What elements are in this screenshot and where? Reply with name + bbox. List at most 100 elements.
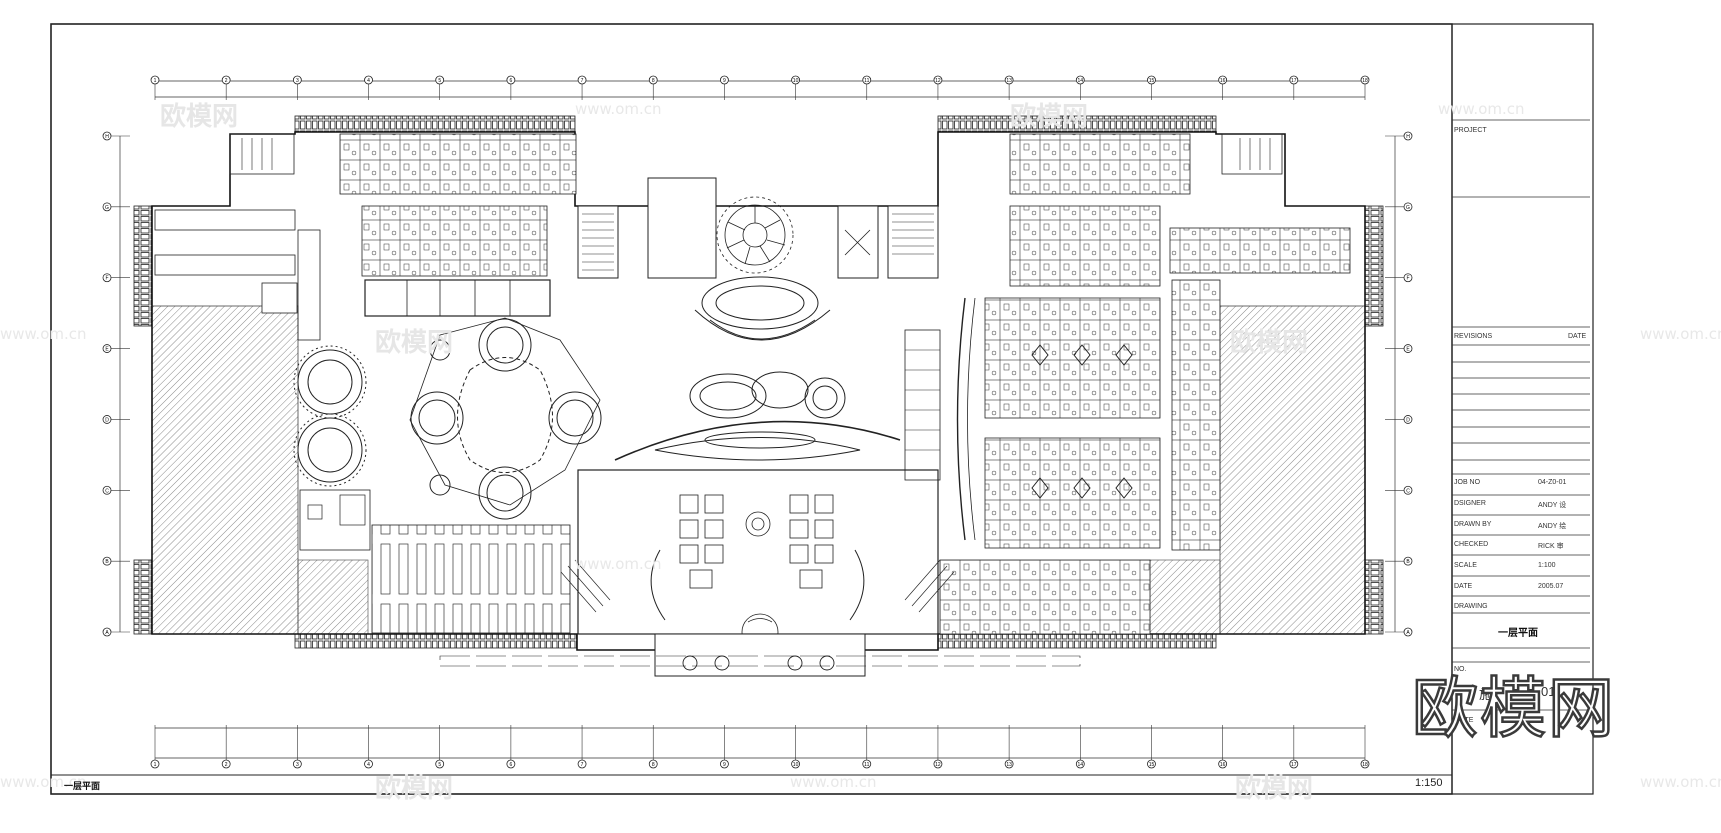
grid-axis-top-bubble	[648, 75, 658, 85]
grid-axis-right-bubble	[1403, 627, 1413, 637]
obscured-sheet-char: 施	[1479, 687, 1493, 702]
grid-axis-top-bubble	[1147, 75, 1156, 85]
grid-axis-top-bubble	[1360, 75, 1370, 85]
grid-axis-bottom-bubble	[1004, 759, 1014, 769]
grid-axis-left-bubble	[102, 131, 112, 141]
grid-axis-top-label: 4	[367, 78, 370, 84]
date-value: 2005.07	[1538, 583, 1564, 590]
left-lounge	[293, 345, 367, 487]
grid-axis-right-label: A	[1406, 630, 1410, 636]
seating-hall	[371, 524, 571, 634]
grid-axis-right-label: G	[1406, 205, 1410, 211]
grid-axis-top-bubble	[577, 75, 587, 85]
job-no-value: 04-Z0-01	[1538, 479, 1567, 486]
grid-axis-top-label: 14	[1078, 78, 1084, 84]
grid-axis-top-bubble	[435, 75, 445, 85]
grid-axis-top-label: 15	[1149, 78, 1155, 84]
grid-axis-right-label: H	[1406, 134, 1410, 140]
grid-axis-bottom-bubble	[933, 759, 943, 769]
central-lobby	[614, 276, 901, 461]
grid-axis-left-bubble	[102, 344, 112, 353]
grid-axis-bottom-label: 10	[793, 762, 799, 768]
grid-axis-bottom-label: 11	[864, 762, 869, 768]
grid-axis-bottom-bubble	[1289, 759, 1299, 769]
grid-axis-top-label: 16	[1220, 78, 1226, 84]
grid-axis-top-bubble	[791, 75, 800, 85]
grid-axis-top-label: 6	[509, 78, 512, 84]
grid-axis-top-label: 13	[1006, 78, 1012, 84]
grid-axis-bottom-label: 17	[1291, 762, 1297, 768]
grid-axis-bottom-bubble	[648, 759, 658, 769]
grid-axis-top-label: 7	[581, 78, 584, 84]
grid-axis-right-bubble	[1403, 273, 1413, 283]
grid-axis-top-label: 17	[1291, 78, 1297, 84]
grid-axis-bottom-label: 3	[296, 762, 299, 768]
grid-axis-top-label: 10	[793, 78, 799, 84]
designer-label: DSIGNER	[1454, 500, 1486, 507]
top-dimension-lines	[119, 80, 1396, 759]
grid-axis-top-label: 5	[438, 78, 441, 84]
grid-axis-top-label: 8	[652, 78, 655, 84]
grid-axis-left-bubble	[102, 627, 112, 637]
project-label: PROJECT	[1454, 127, 1487, 134]
grid-axis-left-bubble	[102, 415, 112, 424]
grid-axis-bottom-label: 13	[1006, 762, 1012, 768]
grid-axis-left-label: F	[105, 276, 108, 282]
grid-axis-bottom-label: 5	[438, 762, 441, 768]
grid-axis-left-bubble	[102, 202, 112, 212]
grid-axis-right-label: E	[1406, 347, 1410, 353]
grid-axis-top-bubble	[221, 75, 231, 85]
grid-axis-right-label: D	[1406, 417, 1410, 423]
designer-value: ANDY 设	[1538, 502, 1567, 509]
spiral-stair	[716, 196, 794, 274]
grid-axis-bottom-label: 1	[154, 762, 157, 768]
checked-value: RICK 审	[1538, 543, 1564, 550]
revisions-label: REVISIONS	[1454, 333, 1493, 340]
grid-axis-top-bubble	[150, 75, 160, 85]
grid-axis-bottom-bubble	[577, 759, 587, 769]
grid-axis-right-label: B	[1406, 559, 1410, 565]
hatched-area-right	[1219, 305, 1366, 635]
central-feature	[409, 317, 602, 520]
grid-axis-top-bubble	[506, 75, 516, 85]
grid-axis-top-bubble	[364, 75, 373, 85]
plan-scale: 1:150	[1415, 777, 1443, 789]
job-no-label: JOB NO	[1454, 479, 1481, 486]
grid-axis-bottom-bubble	[435, 759, 445, 769]
grid-axis-bottom-bubble	[1218, 759, 1228, 769]
grid-axis-top-bubble	[1289, 75, 1299, 85]
grid-axis-top-label: 3	[296, 78, 299, 84]
diamond-fixtures	[1031, 344, 1133, 499]
grid-axis-top-bubble	[292, 75, 302, 85]
grid-axis-top-label: 9	[723, 78, 726, 84]
grid-axis-bottom-bubble	[292, 759, 302, 769]
grid-axis-right-bubble	[1403, 344, 1413, 353]
drawn-by-value: ANDY 绘	[1538, 523, 1567, 530]
grid-axis-bottom-bubble	[150, 759, 160, 769]
drawing-label: DRAWING	[1454, 603, 1488, 610]
obscured-no-label: NO.	[1454, 666, 1467, 673]
grid-axis-bottom-bubble	[791, 759, 800, 769]
drawn-by-label: DRAWN BY	[1454, 521, 1492, 528]
grid-axis-right-label: C	[1406, 488, 1410, 494]
grid-axis-right-bubble	[1403, 202, 1413, 212]
grid-axis-bottom-label: 8	[652, 762, 655, 768]
grid-axis-bottom-bubble	[221, 759, 231, 769]
grid-axis-bottom-bubble	[1147, 759, 1156, 769]
grid-axis-left-label: E	[105, 347, 109, 353]
grid-axis-bottom-label: 9	[723, 762, 726, 768]
grid-axis-top-label: 12	[935, 78, 941, 84]
grid-axis-left-label: D	[105, 417, 109, 423]
drawing-title: 一层平面	[1498, 628, 1538, 639]
grid-axis-bottom-bubble	[862, 759, 872, 769]
grid-axis-left-label: G	[105, 205, 109, 211]
grid-axis-top-bubble	[862, 75, 872, 85]
grid-axis-top-label: 18	[1362, 78, 1368, 84]
checked-label: CHECKED	[1454, 541, 1489, 548]
date-label: DATE	[1454, 583, 1473, 590]
grid-axis-top-bubble	[1004, 75, 1014, 85]
